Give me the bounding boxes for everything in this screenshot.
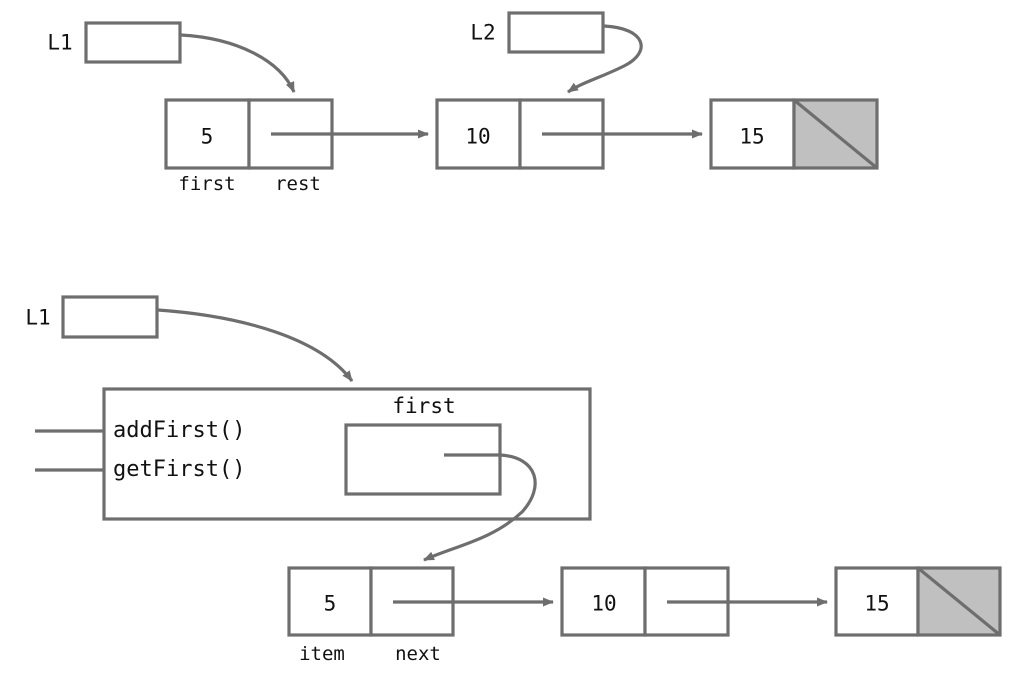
top-node-15-null-slash xyxy=(792,98,879,170)
bottom-node-15-null-slash xyxy=(916,566,1002,637)
top-node-10-item-cell xyxy=(435,98,522,170)
top-l1-arrow xyxy=(180,33,296,93)
top-node-10-value: 10 xyxy=(465,124,491,149)
top-node-15-item-cell xyxy=(709,98,796,170)
top-node-15-value: 15 xyxy=(739,124,765,149)
bottom-field-label-next: next xyxy=(395,643,441,665)
top-l2-pointer-label: L2 xyxy=(470,20,496,45)
top-node-5-value: 5 xyxy=(200,124,214,149)
bottom-node-15-value: 15 xyxy=(864,591,890,616)
top-field-label-rest: rest xyxy=(275,173,321,195)
bottom-l1-arrow xyxy=(157,308,354,382)
bottom-l1-pointer-label: L1 xyxy=(25,305,51,330)
bottom-l1-pointer-box xyxy=(61,295,159,339)
top-l1-pointer-box xyxy=(84,21,182,64)
bottom-field-label-item: item xyxy=(299,643,345,665)
top-l1-pointer-label: L1 xyxy=(47,30,73,55)
list-object-first-field-box xyxy=(344,423,502,496)
method-getfirst-label[interactable]: getFirst() xyxy=(113,457,246,482)
top-l2-arrow xyxy=(567,24,643,94)
method-addfirst-label[interactable]: addFirst() xyxy=(113,418,246,443)
bottom-node-10-value: 10 xyxy=(591,591,617,616)
bottom-node-5-value: 5 xyxy=(323,591,337,616)
top-node-5-item-cell xyxy=(164,98,251,170)
top-field-label-first: first xyxy=(178,173,236,195)
top-l2-pointer-box xyxy=(507,11,605,54)
list-object-first-arrow xyxy=(423,453,537,562)
list-object-first-field-label: first xyxy=(392,394,456,418)
